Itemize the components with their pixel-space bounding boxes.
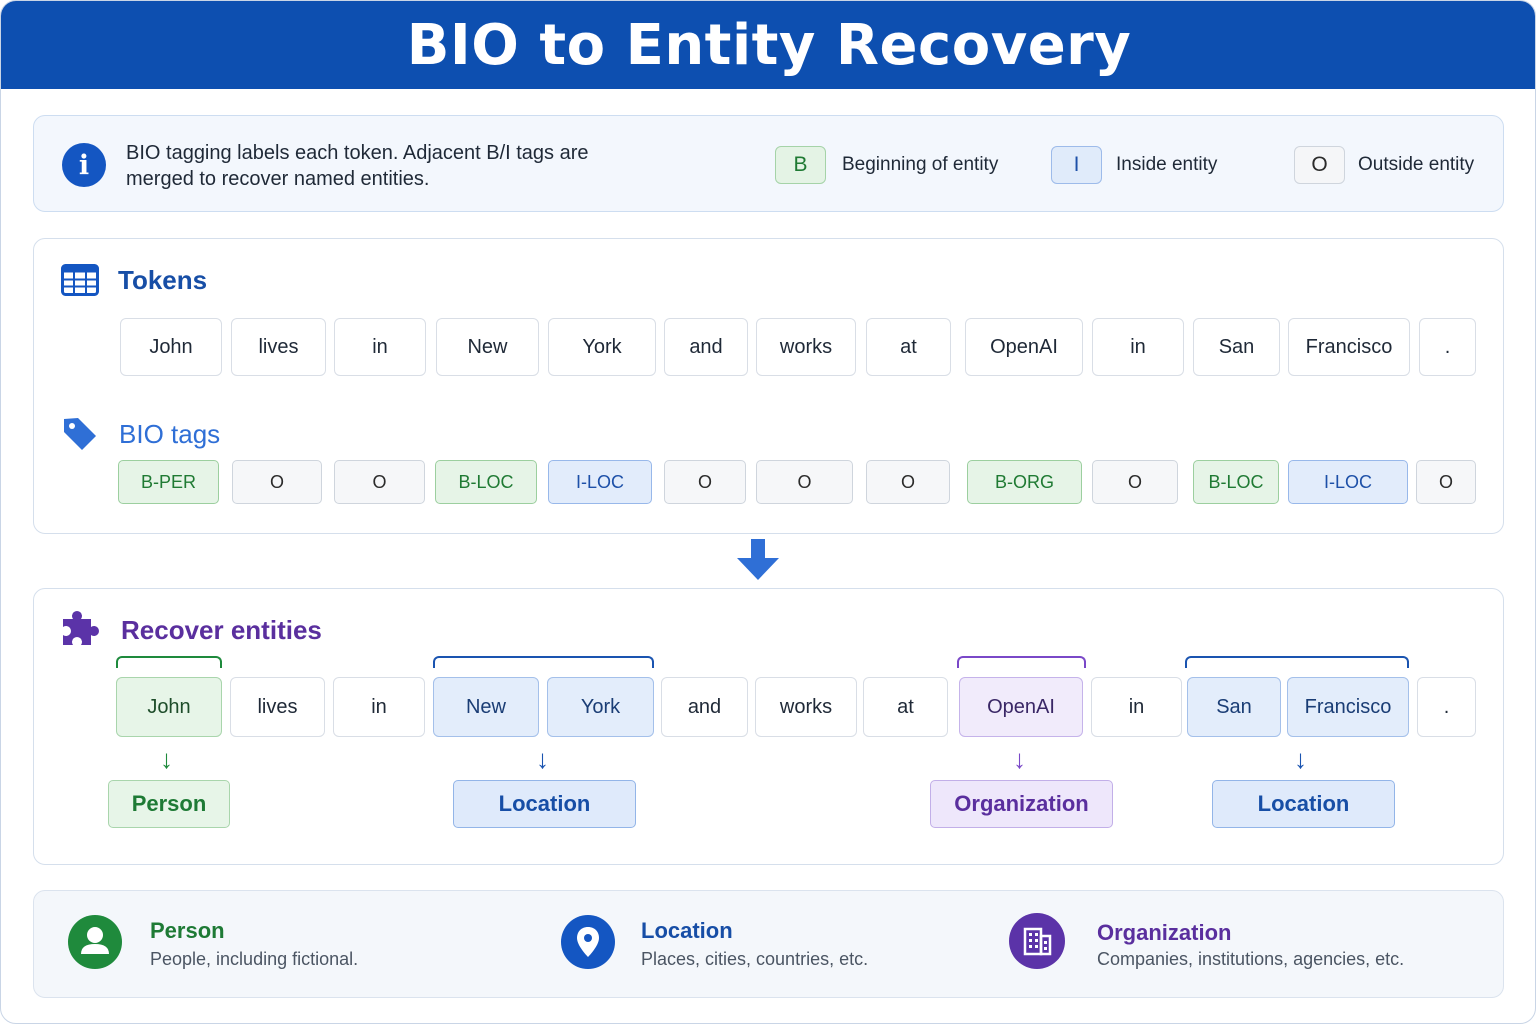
token-chip: at xyxy=(866,318,951,376)
bio-tag-chip: O xyxy=(664,460,746,504)
legend-label-b: Beginning of entity xyxy=(842,154,999,175)
bio-tag-chip: O xyxy=(334,460,425,504)
building-icon xyxy=(1009,913,1065,969)
token-chip: York xyxy=(548,318,656,376)
entity-span-bracket xyxy=(957,656,1086,668)
recover-token-chip: in xyxy=(333,677,425,737)
down-arrow-icon: ↓ xyxy=(536,744,549,774)
legend-chip-o: O xyxy=(1294,146,1345,184)
bio-tag-chip: O xyxy=(866,460,950,504)
token-chip: . xyxy=(1419,318,1476,376)
recover-token-chip: York xyxy=(547,677,654,737)
person-icon xyxy=(68,915,122,969)
entity-span-bracket xyxy=(116,656,222,668)
token-chip: New xyxy=(436,318,539,376)
recover-token-chip: San xyxy=(1187,677,1281,737)
recover-token-chip: New xyxy=(433,677,539,737)
down-arrow-icon: ↓ xyxy=(1013,744,1026,774)
token-chip: John xyxy=(120,318,222,376)
bio-tag-chip: B-PER xyxy=(118,460,219,504)
tokens-title: Tokens xyxy=(118,265,208,295)
token-chip: San xyxy=(1193,318,1280,376)
entity-span-bracket xyxy=(1185,656,1409,668)
entity-type-legend: Person People, including fictional. Loca… xyxy=(33,890,1504,998)
token-chip: in xyxy=(1092,318,1184,376)
recover-token-chip: Francisco xyxy=(1287,677,1409,737)
person-type-description: People, including fictional. xyxy=(150,949,359,969)
puzzle-icon xyxy=(63,611,99,645)
bio-tag-chip: O xyxy=(756,460,853,504)
down-arrow-icon: ↓ xyxy=(160,744,173,774)
entity-label: Person xyxy=(108,780,230,828)
recover-token-chip: works xyxy=(755,677,857,737)
location-pin-icon xyxy=(561,915,615,969)
recover-title: Recover entities xyxy=(121,615,322,645)
table-icon xyxy=(61,264,99,296)
token-chip: in xyxy=(334,318,426,376)
bio-tag-chip: I-LOC xyxy=(1288,460,1408,504)
bio-tag-chip: O xyxy=(1416,460,1476,504)
token-chip: and xyxy=(664,318,748,376)
recover-token-chip: John xyxy=(116,677,222,737)
entity-label: Location xyxy=(1212,780,1395,828)
token-chip: Francisco xyxy=(1288,318,1410,376)
tag-icon xyxy=(64,418,96,450)
bio-tag-chip: O xyxy=(1092,460,1178,504)
down-arrow-icon: ↓ xyxy=(1294,744,1307,774)
down-arrow-icon xyxy=(737,539,779,580)
page-title: BIO to Entity Recovery xyxy=(406,12,1132,78)
recover-token-chip: in xyxy=(1091,677,1182,737)
legend-chip-b: B xyxy=(775,146,826,184)
bio-tag-chip: O xyxy=(232,460,322,504)
info-panel: i BIO tagging labels each token. Adjacen… xyxy=(33,115,1504,212)
header-bar: BIO to Entity Recovery xyxy=(1,1,1535,89)
bio-tag-chip: I-LOC xyxy=(548,460,652,504)
legend-label-o: Outside entity xyxy=(1358,154,1475,175)
token-chip: works xyxy=(756,318,856,376)
bio-tags-title: BIO tags xyxy=(119,419,221,449)
entity-label: Location xyxy=(453,780,636,828)
bio-tag-chip: B-LOC xyxy=(1193,460,1279,504)
recover-token-chip: at xyxy=(863,677,948,737)
recover-token-chip: . xyxy=(1417,677,1476,737)
token-chip: lives xyxy=(231,318,326,376)
entity-span-bracket xyxy=(433,656,654,668)
location-type-description: Places, cities, countries, etc. xyxy=(641,949,869,969)
legend-label-i: Inside entity xyxy=(1116,154,1218,175)
legend-chip-i: I xyxy=(1051,146,1102,184)
info-icon: i xyxy=(62,143,106,187)
bio-tag-chip: B-ORG xyxy=(967,460,1082,504)
organization-type-description: Companies, institutions, agencies, etc. xyxy=(1097,949,1405,969)
recover-token-chip: and xyxy=(661,677,748,737)
organization-type-name: Organization xyxy=(1097,920,1232,945)
info-text: BIO tagging labels each token. Adjacent … xyxy=(126,142,589,190)
recover-token-chip: lives xyxy=(230,677,325,737)
bio-tag-chip: B-LOC xyxy=(435,460,537,504)
person-type-name: Person xyxy=(150,918,225,943)
recover-token-chip: OpenAI xyxy=(959,677,1083,737)
location-type-name: Location xyxy=(641,918,733,943)
token-chip: OpenAI xyxy=(965,318,1083,376)
entity-label: Organization xyxy=(930,780,1113,828)
